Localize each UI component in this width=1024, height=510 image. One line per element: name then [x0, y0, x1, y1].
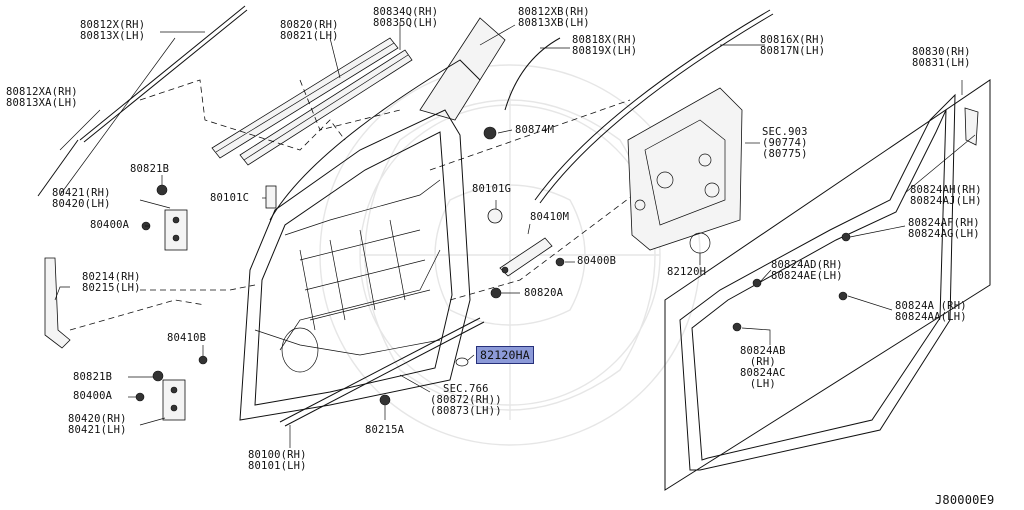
part-80410m-check-link	[499, 237, 553, 277]
label-80400a-top: 80400A	[90, 219, 130, 231]
label-80410m: 80410M	[530, 211, 570, 223]
part-80824ab-clip	[732, 322, 742, 332]
guide-line	[139, 79, 346, 151]
part-80812x-strip	[79, 5, 248, 143]
label-80821b-bottom: 80821B	[73, 371, 113, 383]
label-80420: 80420(RH)80421(LH)	[68, 413, 127, 436]
part-82120ha-plug	[455, 357, 469, 367]
part-80824a-clip	[838, 291, 848, 301]
label-80101g: 80101G	[472, 183, 512, 195]
label-80215a: 80215A	[365, 424, 405, 436]
part-80816x-strip	[534, 9, 771, 201]
part-80818x-strip	[504, 37, 561, 111]
part-80400b	[555, 257, 565, 267]
label-80400b: 80400B	[577, 255, 617, 267]
leader	[59, 37, 176, 196]
label-80816x: 80816X(RH)80817N(LH)	[760, 34, 826, 57]
label-80824af: 80824AF(RH)80824AG(LH)	[908, 217, 980, 240]
guide-line	[140, 284, 256, 291]
label-80824ah: 80824AH(RH)80824AJ(LH)	[910, 184, 982, 207]
part-80214-seal	[44, 257, 71, 349]
label-80834q: 80834Q(RH)80835Q(LH)	[373, 6, 439, 29]
label-80830: 80830(RH)80831(LH)	[912, 46, 971, 69]
label-80100: 80100(RH)80101(LH)	[248, 449, 307, 472]
label-80101c: 80101C	[210, 192, 250, 204]
part-80821b-top	[156, 184, 168, 196]
part-80420-lower-hinge	[162, 379, 186, 421]
label-82120h: 82120H	[667, 266, 707, 278]
label-80821b-top: 80821B	[130, 163, 170, 175]
leader	[59, 109, 101, 151]
part-sec766-strip	[279, 317, 481, 423]
label-sec766: SEC.766(80872(RH))(80873(LH))	[430, 383, 502, 417]
part-80824af-clip	[841, 232, 851, 242]
label-80421: 80421(RH)80420(LH)	[52, 187, 111, 210]
label-80874m: 80874M	[515, 124, 555, 136]
part-80101c	[265, 185, 277, 209]
label-80214: 80214(RH)80215(LH)	[82, 271, 141, 294]
label-80410b: 80410B	[167, 332, 207, 344]
part-80812xa-strip	[37, 139, 79, 197]
diagram-id: J80000E9	[935, 493, 995, 507]
label-80812x: 80812X(RH)80813X(LH)	[80, 19, 146, 42]
part-80410b	[198, 355, 208, 365]
part-80821b-bottom	[152, 370, 164, 382]
label-80812xa: 80812XA(RH)80813XA(LH)	[6, 86, 78, 109]
part-80101g	[487, 208, 503, 224]
part-80874m	[483, 126, 497, 140]
label-80824ab: 80824AB(RH)80824AC(LH)	[740, 345, 786, 390]
part-80834q-channel	[239, 49, 413, 166]
label-80400a-bottom: 80400A	[73, 390, 113, 402]
guide-line	[449, 189, 641, 301]
label-80820: 80820(RH)80821(LH)	[280, 19, 339, 42]
part-80830-weatherstrip	[679, 93, 956, 471]
part-80816x-strip-inner	[539, 13, 774, 204]
part-80421-upper-hinge	[164, 209, 188, 251]
part-80820a	[490, 287, 502, 299]
label-80818x: 80818X(RH)80819X(LH)	[572, 34, 638, 57]
guide-line	[299, 79, 401, 131]
part-80824ah-clip	[964, 107, 979, 146]
label-80824ad: 80824AD(RH)80824AE(LH)	[771, 259, 843, 282]
label-82120ha-highlighted[interactable]: 82120HA	[476, 346, 534, 364]
watermark-emblem	[319, 64, 701, 446]
label-80812xb: 80812XB(RH)80813XB(LH)	[518, 6, 590, 29]
guide-line	[69, 299, 206, 331]
part-80812xb-glass	[419, 17, 506, 121]
leader-lines	[54, 22, 976, 448]
part-sec766-strip-inner	[284, 321, 485, 427]
part-80820-channel	[211, 37, 399, 159]
label-sec903: SEC.903(90774)(80775)	[762, 126, 808, 160]
label-80820a: 80820A	[524, 287, 564, 299]
part-80215a	[379, 394, 391, 406]
guide-line	[429, 99, 631, 171]
part-sec903-inner-panel	[627, 87, 743, 251]
part-80400a-bottom	[135, 392, 145, 402]
weatherstrip-box	[664, 79, 991, 491]
part-80824ad-clip	[752, 278, 762, 288]
label-80824a: 80824A (RH)80824AA(LH)	[895, 300, 967, 323]
